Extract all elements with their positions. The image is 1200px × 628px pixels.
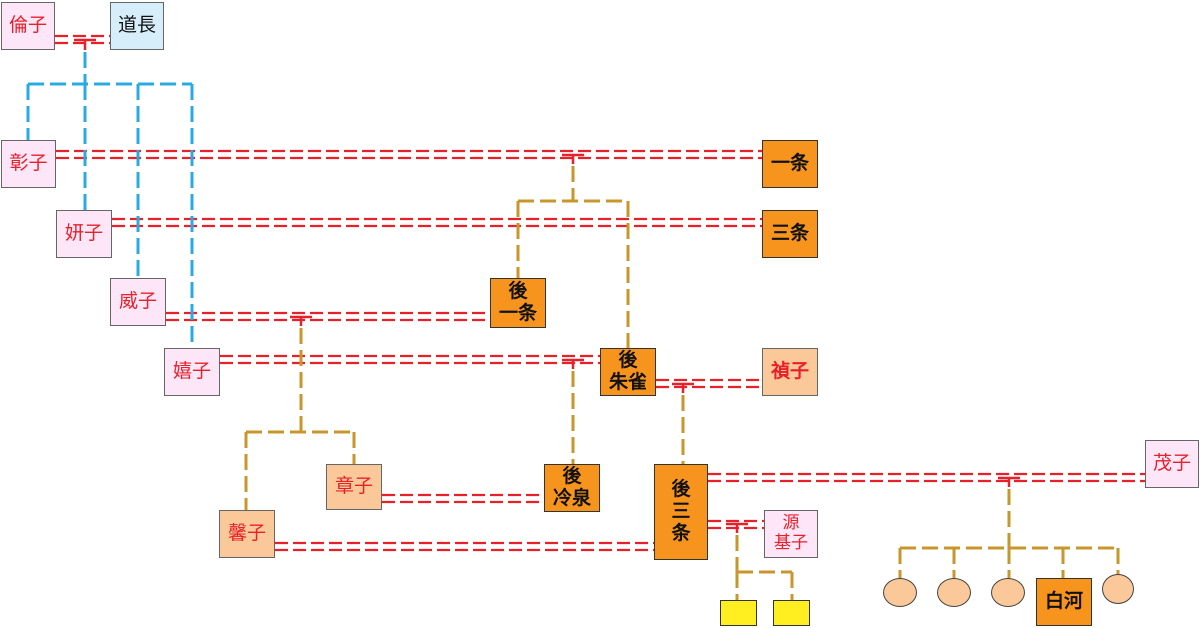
name-label-line2: 三	[671, 500, 691, 523]
name-label: 彰子	[9, 152, 48, 175]
name-label: 嬉子	[172, 360, 211, 383]
name-label-line2: 冷泉	[552, 487, 591, 509]
name-label: 三条	[770, 222, 809, 245]
person-go-ichijo: 後 一条	[490, 278, 546, 328]
person-ichijo: 一条	[762, 140, 818, 188]
person-ishi: 威子	[110, 278, 166, 326]
name-label: 茂子	[1152, 452, 1191, 475]
unnamed-daughter-4	[1102, 574, 1134, 604]
person-michinaga: 道長	[110, 2, 164, 50]
name-label-line2: 一条	[498, 302, 537, 324]
name-label: 章子	[334, 475, 373, 498]
name-label-line2: 朱雀	[608, 371, 647, 393]
name-label-line1: 後	[618, 349, 638, 372]
person-shoshi-2: 章子	[326, 464, 382, 510]
name-label: 道長	[117, 14, 156, 37]
name-label: 妍子	[64, 222, 103, 245]
unnamed-son-2	[773, 600, 810, 626]
person-rinshi: 倫子	[1, 2, 55, 50]
name-label: 倫子	[8, 14, 47, 37]
name-label: 馨子	[227, 522, 266, 545]
person-go-suzaku: 後 朱雀	[600, 348, 656, 396]
name-label-line1: 後	[671, 478, 691, 501]
person-go-sanjo: 後 三 条	[654, 464, 708, 560]
person-kenshi: 妍子	[56, 210, 112, 258]
unnamed-son-1	[720, 600, 757, 626]
name-label: 一条	[770, 152, 809, 175]
unnamed-daughter-1	[883, 578, 917, 607]
name-label-line2: 基子	[774, 533, 808, 553]
person-minamoto-motoko: 源 基子	[764, 510, 818, 558]
unnamed-daughter-2	[937, 578, 971, 607]
name-label: 禎子	[770, 360, 809, 383]
name-label-line1: 源	[782, 513, 800, 534]
person-teishi: 禎子	[762, 348, 818, 396]
imperial-children-lines	[244, 166, 1120, 600]
name-label-line3: 条	[671, 521, 691, 544]
name-label: 威子	[118, 290, 157, 313]
person-shoshi: 彰子	[1, 140, 56, 188]
person-kaoruko: 馨子	[219, 510, 275, 558]
person-kishi: 嬉子	[164, 348, 220, 396]
name-label-line1: 後	[562, 465, 582, 488]
name-label-line1: 後	[508, 280, 528, 303]
marriage-lines	[55, 34, 1145, 552]
name-label: 白河	[1044, 590, 1083, 613]
person-go-reizei: 後 冷泉	[544, 464, 600, 512]
marriage-junctions	[74, 38, 1020, 533]
person-shirakawa: 白河	[1036, 578, 1092, 626]
person-moshi: 茂子	[1145, 440, 1199, 488]
unnamed-daughter-3	[991, 578, 1025, 607]
michinaga-children-lines	[26, 52, 194, 348]
person-sanjo: 三条	[762, 210, 818, 258]
